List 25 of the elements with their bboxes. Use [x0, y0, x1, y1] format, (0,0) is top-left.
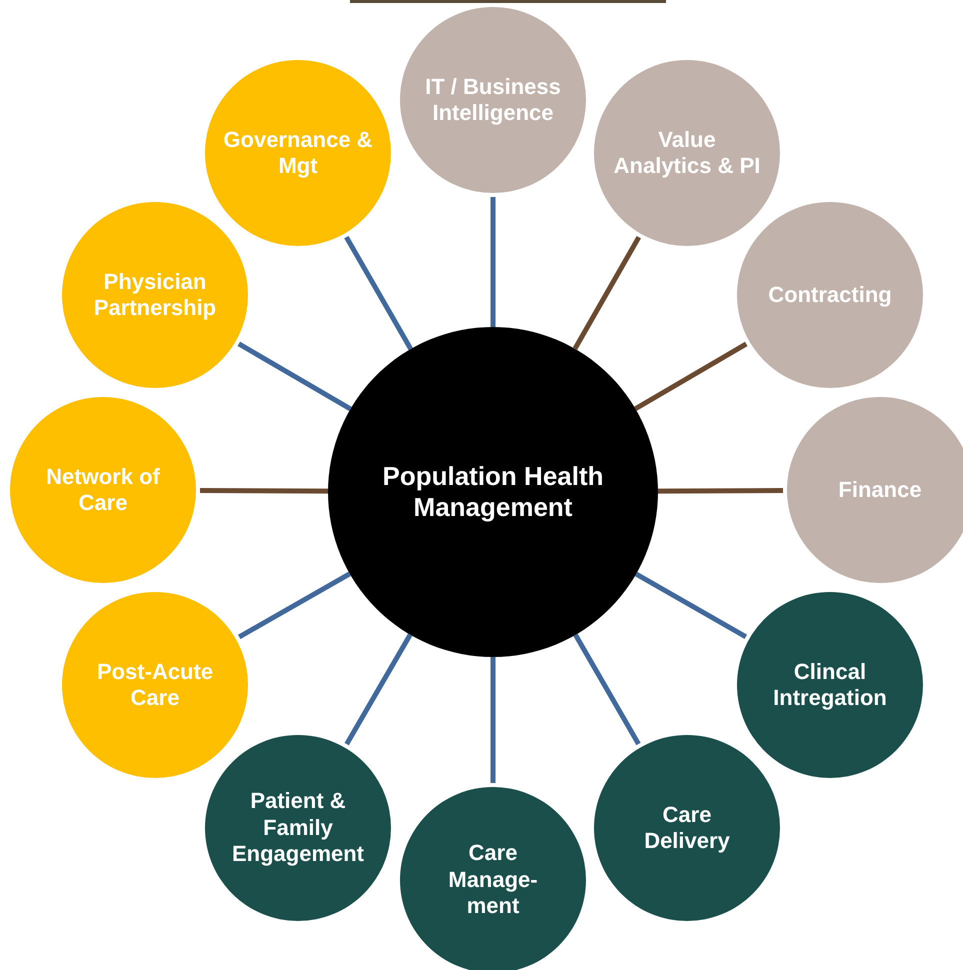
node-label: Contracting	[768, 282, 892, 308]
connector-line	[634, 342, 748, 411]
node-label: Care Manage- ment	[447, 840, 539, 920]
node-label: IT / Business Intelligence	[424, 74, 562, 126]
node-label: Network of Care	[45, 464, 161, 516]
connector-line	[238, 572, 351, 640]
node-label: Care Delivery	[643, 802, 731, 854]
node-label: Governance & Mgt	[223, 126, 373, 180]
connector-line	[238, 342, 352, 412]
node-label: Clincal Intregation	[772, 658, 888, 712]
node-label: Post-Acute Care	[96, 658, 214, 712]
node-label: Value Analytics & PI	[612, 126, 762, 180]
node-label: Patient & Family Engagement	[230, 788, 366, 868]
connector-line	[573, 634, 641, 746]
connector-line	[344, 236, 413, 350]
node-label: Physician Partnership	[92, 268, 218, 322]
node-label: Population Health Management	[382, 460, 604, 524]
connector-line	[658, 488, 784, 494]
node-label: Finance	[838, 476, 922, 504]
connector-line	[200, 488, 328, 494]
connector-line	[490, 197, 496, 327]
connector-line	[572, 236, 641, 350]
connector-line	[344, 633, 412, 746]
connector-line	[634, 572, 748, 639]
connector-line	[490, 657, 496, 783]
